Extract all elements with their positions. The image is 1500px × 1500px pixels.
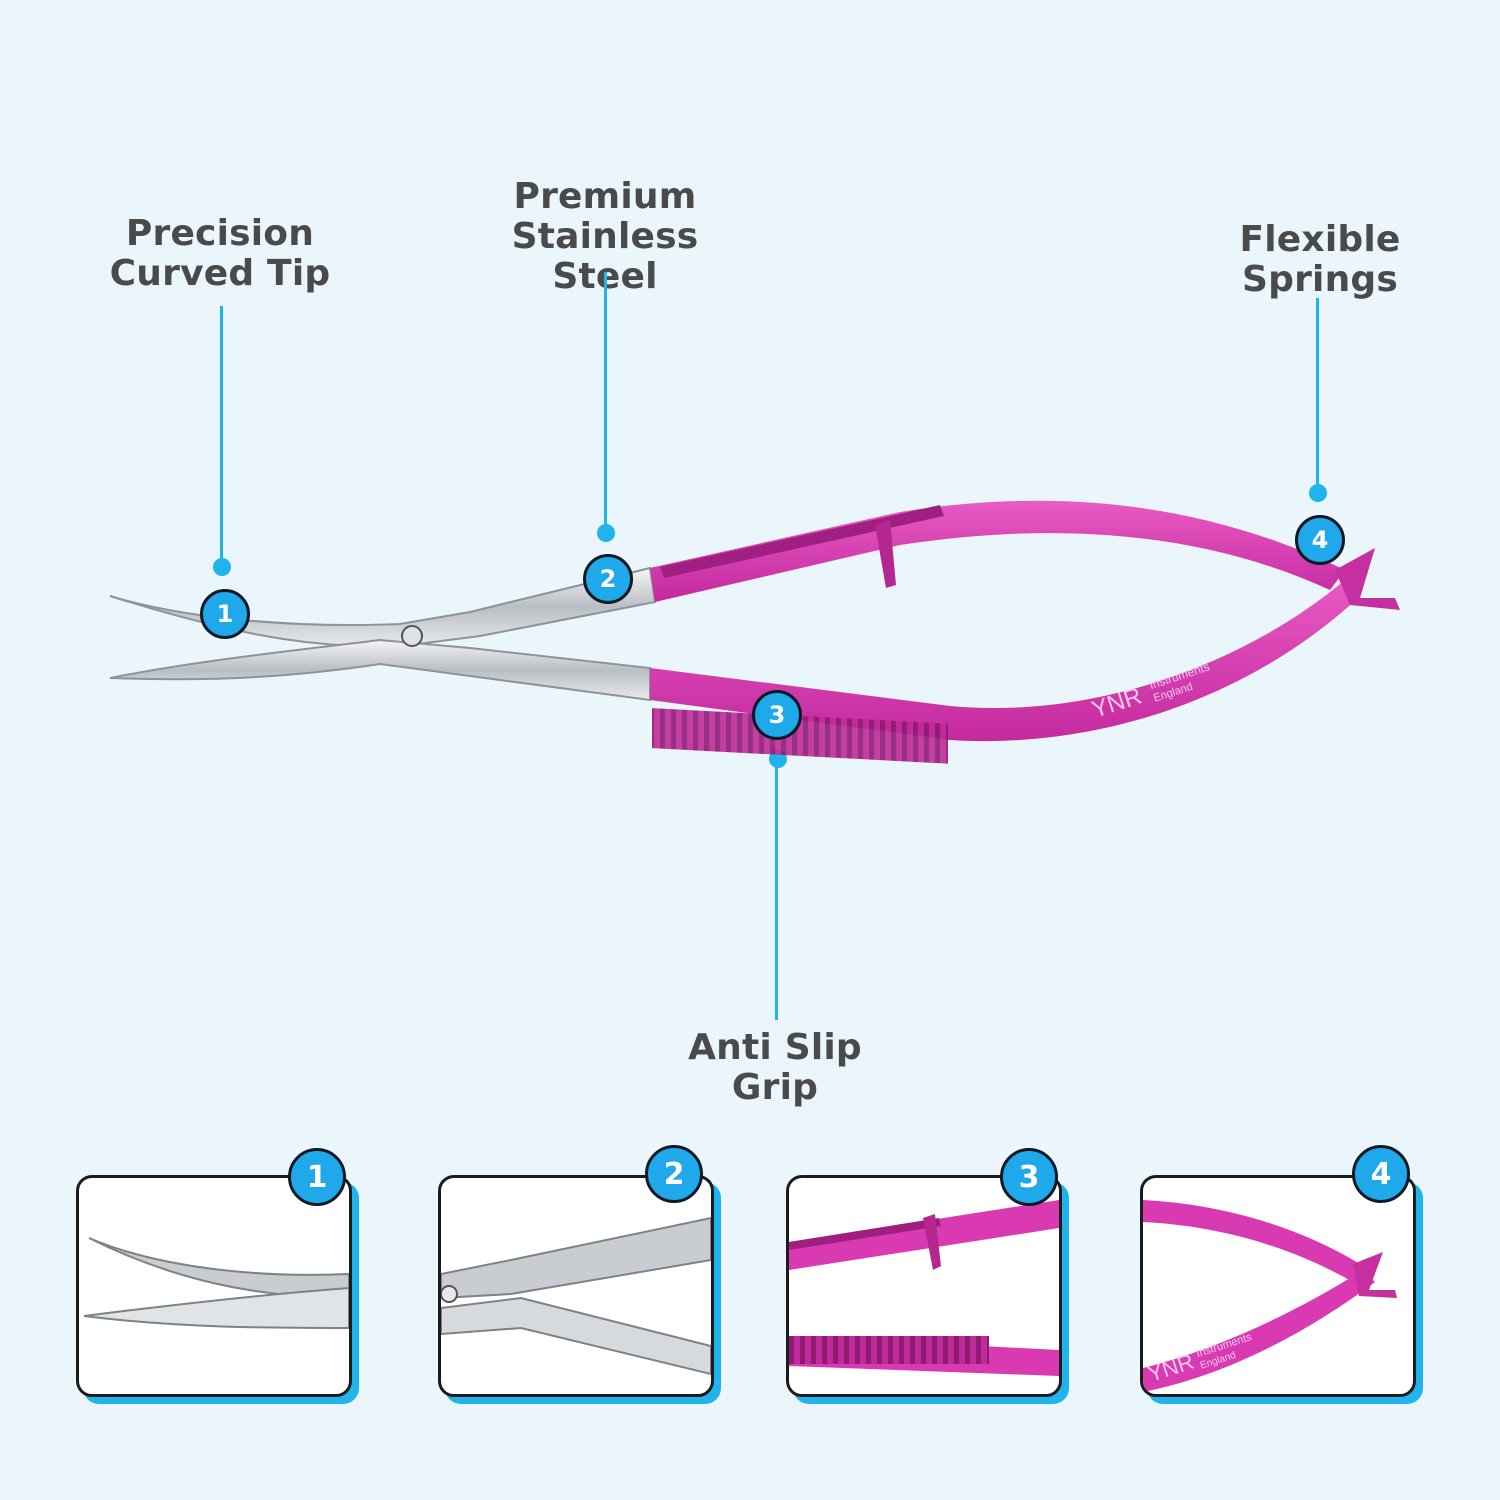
- callout-label-precision-curved-tip: Precision Curved Tip: [100, 214, 340, 294]
- callout-1-line-1: Precision: [125, 213, 315, 254]
- card-badge-4: 4: [1352, 1145, 1410, 1203]
- spring-joint: [1335, 548, 1400, 610]
- detail-3-grip-closeup: [789, 1200, 1059, 1376]
- detail-2-steel-closeup: [441, 1216, 711, 1376]
- detail-card-1: [76, 1175, 352, 1397]
- detail-card-3: [786, 1175, 1062, 1397]
- detail-card-2: [438, 1175, 714, 1397]
- leader-dot-4: [1309, 484, 1327, 502]
- badge-4: 4: [1295, 515, 1345, 565]
- spring-stop-post: [875, 520, 896, 588]
- lower-handle: [650, 580, 1360, 742]
- callout-2-line-1: Premium: [513, 176, 697, 217]
- upper-handle: [650, 500, 1345, 602]
- detail-1-tip-closeup: [83, 1237, 349, 1329]
- badge-1: 1: [200, 589, 250, 639]
- card-badge-2: 2: [645, 1145, 703, 1203]
- lower-blade: [109, 638, 651, 702]
- callout-4-line-1: Flexible: [1239, 219, 1401, 260]
- leader-line-1: [220, 306, 223, 562]
- lower-handle-grip-ridges: [652, 708, 948, 764]
- upper-blade: [109, 566, 657, 648]
- upper-handle-ridges: [660, 505, 944, 578]
- badge-3: 3: [752, 690, 802, 740]
- card-badge-3: 3: [1000, 1148, 1058, 1206]
- leader-dot-2: [597, 524, 615, 542]
- callout-label-anti-slip-grip: Anti Slip Grip: [675, 1028, 875, 1108]
- callout-label-flexible-springs: Flexible Springs: [1220, 220, 1420, 300]
- badge-2: 2: [583, 554, 633, 604]
- leader-line-4: [1316, 298, 1319, 490]
- callout-4-line-2: Springs: [1241, 259, 1399, 300]
- leader-dot-1: [213, 558, 231, 576]
- leader-line-2: [604, 272, 607, 526]
- callout-3-line-2: Grip: [731, 1067, 819, 1108]
- card-badge-1: 1: [288, 1148, 346, 1206]
- detail-4-spring-closeup: YNR Instruments England: [1143, 1200, 1397, 1392]
- detail-card-4: YNR Instruments England: [1140, 1175, 1416, 1397]
- callout-3-line-1: Anti Slip: [688, 1027, 862, 1068]
- leader-line-3: [775, 764, 778, 1020]
- callout-1-line-2: Curved Tip: [109, 253, 331, 294]
- pivot-screw: [401, 625, 423, 647]
